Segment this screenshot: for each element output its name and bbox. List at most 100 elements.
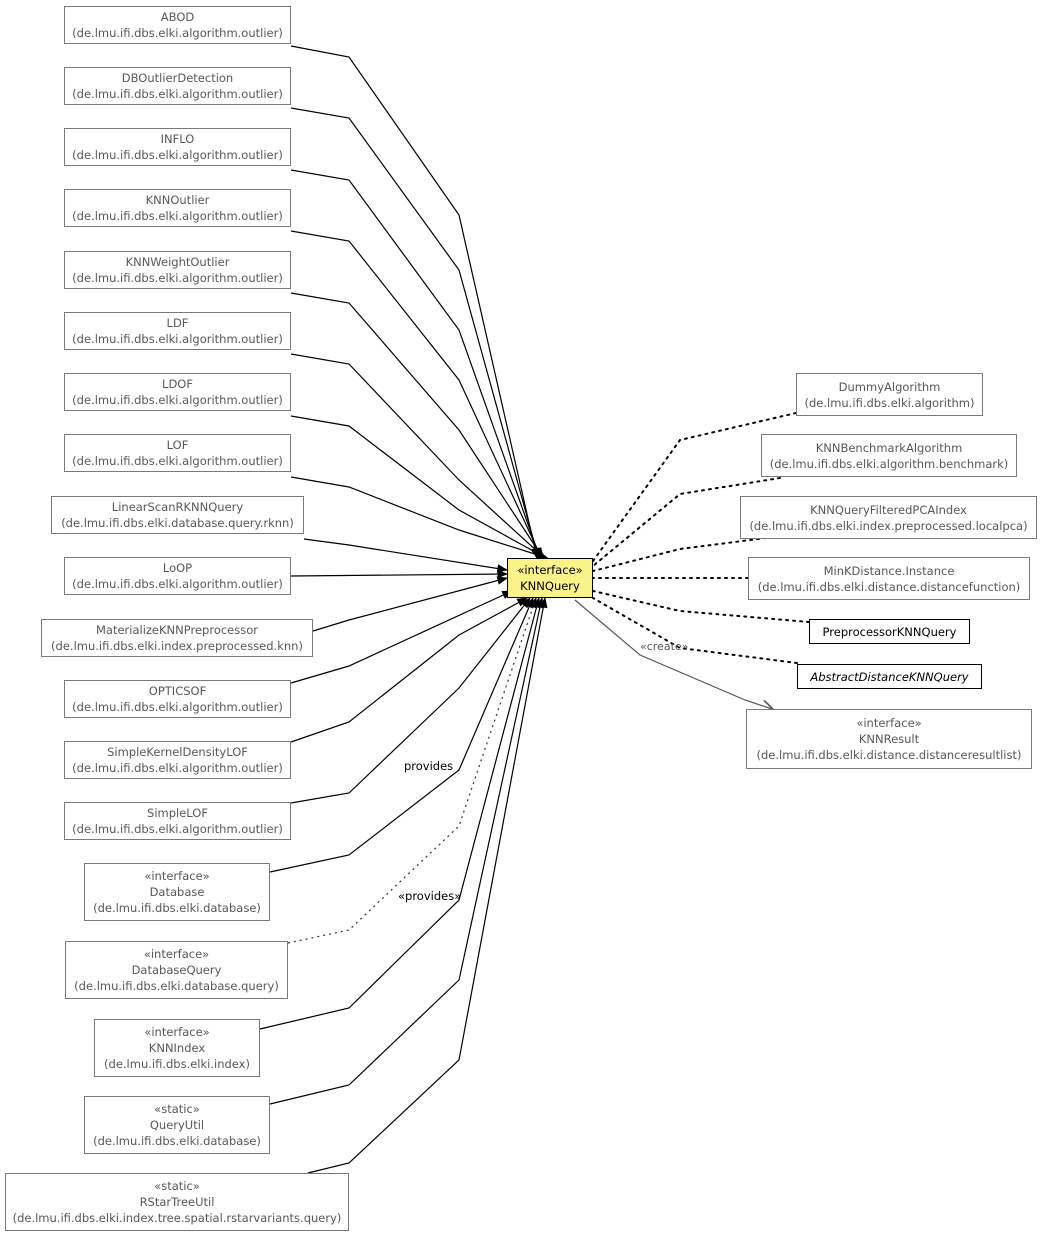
class-node-simplekerneldensitylof-line-0: SimpleKernelDensityLOF <box>107 745 248 759</box>
edge-right-1 <box>592 477 781 567</box>
class-node-inflo[interactable]: INFLO(de.lmu.ifi.dbs.elki.algorithm.outl… <box>64 128 291 166</box>
knnquery-focus-node[interactable]: «interface» KNNQuery <box>507 558 593 598</box>
class-node-knnqueryfilteredpcaindex[interactable]: KNNQueryFilteredPCAIndex(de.lmu.ifi.dbs.… <box>740 496 1037 539</box>
class-node-dboutlierdetection[interactable]: DBOutlierDetection (de.lmu.ifi.dbs.elki.a… <box>64 67 291 105</box>
class-node-queryutil-line-1: QueryUtil <box>149 1118 205 1132</box>
edge-left-7 <box>290 476 549 560</box>
class-node-rstartreeutil[interactable]: «static» RStarTreeUtil (de.lmu.ifi.dbs.elk… <box>5 1173 349 1231</box>
provides-edge-label: provides <box>404 759 454 773</box>
edge-left-5 <box>290 353 546 559</box>
class-node-linearscanrknnquery-line-0: LinearScanRKNNQuery <box>111 500 244 514</box>
class-node-dboutlierdetection-line-0: DBOutlierDetection <box>121 71 234 85</box>
class-node-opticsof-line-1: (de.lmu.ifi.dbs.elki.algorithm.outlier) <box>72 700 283 714</box>
class-node-simplelof-line-1: (de.lmu.ifi.dbs.elki.algorithm.outlier) <box>72 822 283 836</box>
class-node-knnindex-line-0: «interface» <box>144 1025 210 1039</box>
class-node-materializeknnpreprocessor-line-0: MaterializeKNNPreprocessor <box>95 623 258 637</box>
class-node-materializeknnpreprocessor[interactable]: MaterializeKNNPreprocessor (de.lmu.ifi.db… <box>41 619 313 657</box>
class-node-knnweightoutlier-line-0: KNNWeightOutlier <box>125 255 230 269</box>
edge-right-2 <box>592 537 767 572</box>
class-node-queryutil-line-0: «static» <box>154 1102 200 1116</box>
edge-left-1 <box>290 107 541 560</box>
class-node-dummyalgorithm[interactable]: DummyAlgorithm(de.lmu.ifi.dbs.elki.algor… <box>796 373 983 416</box>
class-node-minkdistance-instance-line-1: (de.lmu.ifi.dbs.elki.distance.distancefu… <box>757 579 1021 594</box>
edge-left-11 <box>290 590 513 684</box>
class-node-knnresult-line-1: KNNResult <box>858 732 920 746</box>
edge-left-15 <box>287 596 537 944</box>
class-node-knnweightoutlier-line-1: (de.lmu.ifi.dbs.elki.algorithm.outlier) <box>72 271 283 285</box>
class-node-ldf[interactable]: LDF (de.lmu.ifi.dbs.elki.algorithm.outlie… <box>64 312 291 350</box>
class-node-rstartreeutil-line-0: «static» <box>154 1179 200 1193</box>
class-node-simplekerneldensitylof[interactable]: SimpleKernelDensityLOF (de.lmu.ifi.dbs.el… <box>64 741 291 779</box>
class-node-loop-line-0: LoOP <box>162 561 193 575</box>
class-node-databasequery-line-0: «interface» <box>143 947 210 961</box>
class-node-knnindex-line-2: (de.lmu.ifi.dbs.elki.index) <box>104 1057 250 1071</box>
edge-left-12 <box>290 597 528 743</box>
class-node-ldf-line-1: (de.lmu.ifi.dbs.elki.algorithm.outlier) <box>72 332 283 346</box>
edge-create <box>574 599 772 709</box>
class-node-minkdistance-instance[interactable]: MinKDistance.Instance(de.lmu.ifi.dbs.elk… <box>748 557 1030 600</box>
class-node-materializeknnpreprocessor-line-1: (de.lmu.ifi.dbs.elki.index.preprocessed.… <box>51 639 303 653</box>
focus-stereotype: «interface» <box>517 563 583 577</box>
class-node-abstractdistanceknnquery[interactable]: AbstractDistanceKNNQuery <box>797 664 982 689</box>
focus-name: KNNQuery <box>520 579 580 593</box>
class-node-dboutlierdetection-line-1: (de.lmu.ifi.dbs.elki.algorithm.outlier) <box>72 87 283 101</box>
class-node-knnoutlier-line-0: KNNOutlier <box>145 193 210 207</box>
provides-dotted-edge-label: «provides» <box>398 889 462 903</box>
class-node-knnweightoutlier[interactable]: KNNWeightOutlier (de.lmu.ifi.dbs.elki.alg… <box>64 251 291 289</box>
class-node-knnoutlier-line-1: (de.lmu.ifi.dbs.elki.algorithm.outlier) <box>72 209 283 223</box>
class-node-ldof[interactable]: LDOF(de.lmu.ifi.dbs.elki.algorithm.outli… <box>64 373 291 411</box>
class-node-simplekerneldensitylof-line-1: (de.lmu.ifi.dbs.elki.algorithm.outlier) <box>72 761 283 775</box>
class-node-knnindex-line-1: KNNIndex <box>148 1041 206 1055</box>
edge-left-4 <box>290 292 544 559</box>
class-node-linearscanrknnquery-line-1: (de.lmu.ifi.dbs.elki.database.query.rknn… <box>61 516 294 530</box>
class-node-ldf-line-0: LDF <box>166 316 189 330</box>
class-node-opticsof-line-0: OPTICSOF <box>148 684 207 698</box>
class-node-database-line-1: Database <box>149 885 205 899</box>
class-node-simplelof-line-0: SimpleLOF <box>147 806 208 820</box>
edge-left-13 <box>290 597 531 804</box>
edge-left-6 <box>290 415 547 559</box>
class-node-preprocessorknnquery[interactable]: PreprocessorKNNQuery <box>809 619 970 644</box>
class-node-loop-line-1: (de.lmu.ifi.dbs.elki.algorithm.outlier) <box>72 577 283 591</box>
class-node-minkdistance-instance-line-0: MinKDistance.Instance <box>823 563 955 578</box>
class-node-knnbenchmarkalgorithm[interactable]: KNNBenchmarkAlgorithm(de.lmu.ifi.dbs.elk… <box>761 434 1017 477</box>
edge-right-0 <box>592 412 797 562</box>
class-node-simplelof[interactable]: SimpleLOF (de.lmu.ifi.dbs.elki.algorithm.… <box>64 802 291 840</box>
class-node-linearscanrknnquery[interactable]: LinearScanRKNNQuery (de.lmu.ifi.dbs.elki.… <box>51 496 304 534</box>
class-node-database[interactable]: «interface»Database(de.lmu.ifi.dbs.elki.… <box>84 863 270 921</box>
class-node-abod[interactable]: ABOD(de.lmu.ifi.dbs.elki.algorithm.outli… <box>64 6 291 44</box>
class-node-knnoutlier[interactable]: KNNOutlier (de.lmu.ifi.dbs.elki.algorithm… <box>64 189 291 227</box>
class-node-knnbenchmarkalgorithm-line-1: (de.lmu.ifi.dbs.elki.algorithm.benchmark… <box>769 456 1009 471</box>
class-node-loop[interactable]: LoOP (de.lmu.ifi.dbs.elki.algorithm.outli… <box>64 557 291 595</box>
edge-right-5 <box>592 597 798 664</box>
class-node-knnqueryfilteredpcaindex-line-1: (de.lmu.ifi.dbs.elki.index.preprocessed.… <box>749 518 1028 533</box>
create-edge-label: «create» <box>640 640 689 653</box>
class-node-queryutil[interactable]: «static»QueryUtil(de.lmu.ifi.dbs.elki.da… <box>84 1096 270 1154</box>
class-node-databasequery[interactable]: «interface»DatabaseQuery(de.lmu.ifi.dbs.… <box>65 941 288 999</box>
class-node-knnresult[interactable]: «interface» KNNResult (de.lmu.ifi.dbs.elki… <box>746 709 1032 769</box>
edge-left-9 <box>290 569 509 579</box>
class-node-rstartreeutil-line-1: RStarTreeUtil <box>139 1195 215 1209</box>
class-node-abstractdistanceknnquery-line-0: AbstractDistanceKNNQuery <box>810 669 969 684</box>
class-node-opticsof[interactable]: OPTICSOF (de.lmu.ifi.dbs.elki.algorithm.o… <box>64 680 291 718</box>
class-node-dummyalgorithm-line-0: DummyAlgorithm <box>838 379 941 394</box>
class-node-rstartreeutil-line-2: (de.lmu.ifi.dbs.elki.index.tree.spatial.… <box>12 1211 342 1225</box>
edge-left-17 <box>269 596 545 1105</box>
edge-left-18 <box>307 596 548 1174</box>
class-node-database-line-2: (de.lmu.ifi.dbs.elki.database) <box>93 901 261 915</box>
edge-left-16 <box>259 596 541 1030</box>
class-node-preprocessorknnquery-line-0: PreprocessorKNNQuery <box>822 624 957 639</box>
edge-left-0 <box>290 45 540 560</box>
class-node-lof-line-1: (de.lmu.ifi.dbs.elki.algorithm.outlier) <box>72 454 283 468</box>
class-node-dummyalgorithm-line-1: (de.lmu.ifi.dbs.elki.algorithm) <box>804 395 975 410</box>
class-node-lof-line-0: LOF <box>166 438 189 452</box>
class-node-knnresult-line-0: «interface» <box>856 716 922 730</box>
class-node-inflo-line-1: (de.lmu.ifi.dbs.elki.algorithm.outlier) <box>72 148 283 162</box>
edge-left-10 <box>312 576 509 632</box>
edge-left-8 <box>303 538 509 573</box>
class-node-databasequery-line-1: DatabaseQuery <box>131 963 222 977</box>
class-node-abod-line-0: ABOD <box>160 10 195 24</box>
class-node-knnresult-line-2: (de.lmu.ifi.dbs.elki.distance.distancere… <box>756 748 1022 762</box>
class-node-lof[interactable]: LOF (de.lmu.ifi.dbs.elki.algorithm.outlie… <box>64 434 291 472</box>
class-node-knnindex[interactable]: «interface» KNNIndex (de.lmu.ifi.dbs.elki.… <box>94 1019 260 1077</box>
